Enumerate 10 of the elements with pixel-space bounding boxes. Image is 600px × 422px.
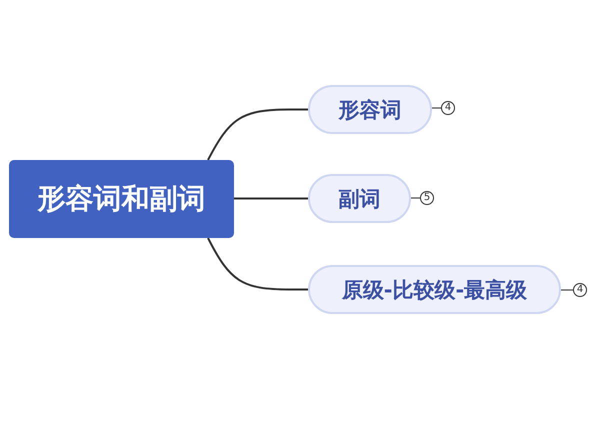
branch-line: [207, 238, 308, 290]
subtopic-pill: 原级-比较级-最高级: [308, 265, 561, 314]
branch-line: [234, 198, 308, 200]
subtopic-pill: 形容词: [308, 85, 432, 134]
count-circle: 4: [573, 283, 587, 297]
branch-line: [207, 108, 308, 160]
subtopic-pill: 副词: [308, 174, 411, 223]
central-topic-box: 形容词和副词: [9, 160, 234, 238]
count-circle: 4: [441, 101, 455, 115]
count-circle: 5: [420, 191, 434, 205]
